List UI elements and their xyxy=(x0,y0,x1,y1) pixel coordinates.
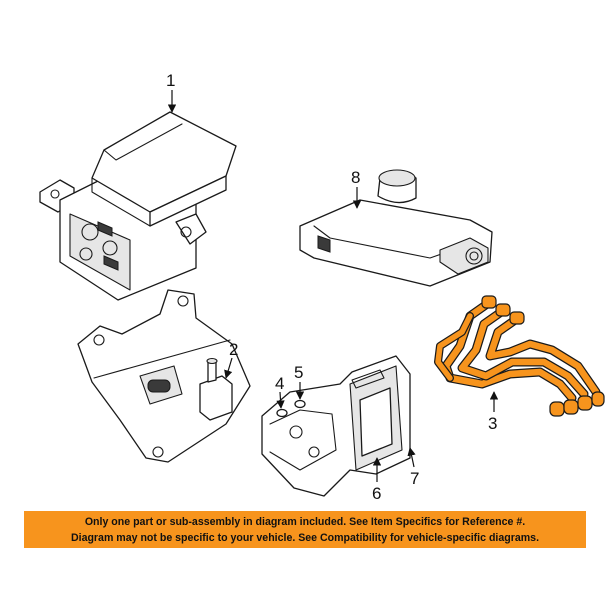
callout-7: 7 xyxy=(410,469,419,488)
callout-8: 8 xyxy=(351,168,360,187)
callout-1: 1 xyxy=(166,71,175,90)
callout-3: 3 xyxy=(488,414,497,433)
leader-7 xyxy=(407,447,416,468)
grommet-part-4 xyxy=(276,408,288,418)
leader-2 xyxy=(224,357,233,379)
callout-6: 6 xyxy=(372,484,381,503)
sensor-part-8 xyxy=(299,169,493,287)
abs-module-part-1 xyxy=(39,111,237,301)
disclaimer-line-2: Diagram may not be specific to your vehi… xyxy=(70,532,540,544)
callout-4: 4 xyxy=(275,374,284,393)
grommet-part-5 xyxy=(294,399,306,409)
callout-5: 5 xyxy=(294,363,303,382)
disclaimer-banner: Only one part or sub-assembly in diagram… xyxy=(24,511,586,548)
harness-part-3 xyxy=(434,295,605,417)
leader-4 xyxy=(276,391,285,409)
disclaimer-line-1: Only one part or sub-assembly in diagram… xyxy=(84,516,526,528)
bracket-part-2 xyxy=(77,289,251,463)
leader-lines xyxy=(167,90,499,482)
callout-2: 2 xyxy=(229,340,238,359)
callouts: 1 2 3 4 5 6 7 8 xyxy=(166,71,497,503)
